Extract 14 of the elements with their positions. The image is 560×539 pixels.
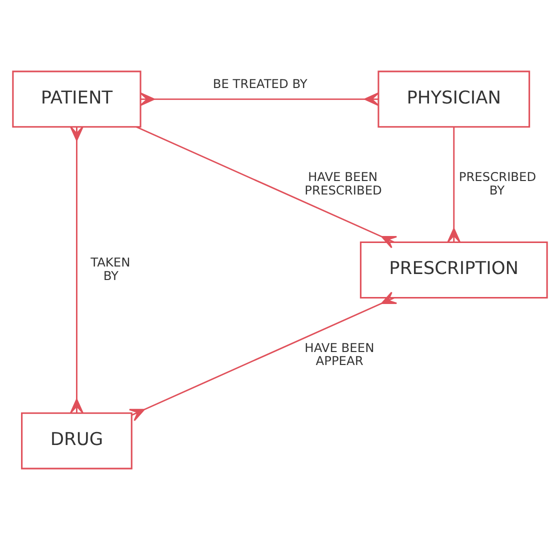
node-box: PHYSICIAN (378, 70, 530, 128)
connector (70, 126, 84, 413)
edge-label: BE TREATED BY (212, 76, 308, 90)
connector (140, 92, 379, 106)
node-box: DRUG (21, 412, 132, 469)
node-box: PRESCRIPTION (360, 241, 548, 298)
node-box: PATIENT (12, 70, 142, 128)
edge-label: HAVE BEEN PRESCRIBED (304, 170, 382, 197)
connector (447, 126, 461, 242)
connector (136, 126, 398, 248)
edge-label: TAKEN BY (90, 254, 130, 282)
edge-label: HAVE BEEN APPEAR (304, 340, 374, 368)
connector (128, 291, 398, 421)
edge-label: PRESCRIBED BY (458, 170, 536, 197)
